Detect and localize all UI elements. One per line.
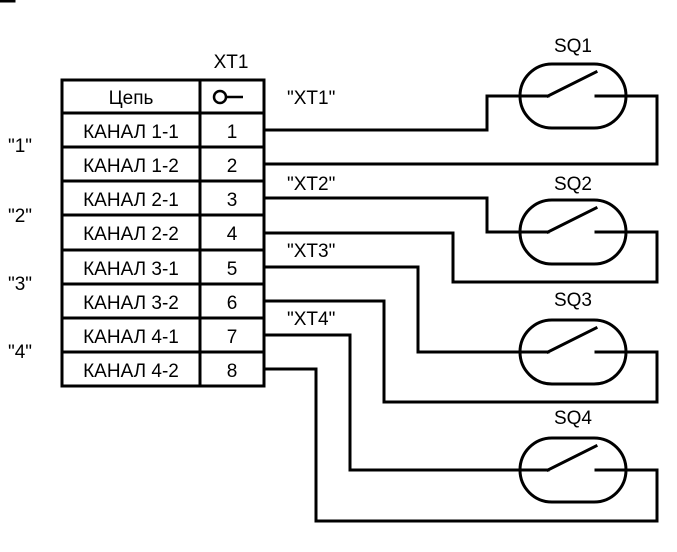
row-pin: 4 — [227, 224, 238, 245]
table-row: КАНАЛ 3-2 6 — [60, 282, 266, 320]
row-name: КАНАЛ 1-1 — [83, 122, 179, 143]
wire-pin7 — [262, 333, 550, 472]
switch-contact-icon — [545, 205, 599, 235]
row-pin: 5 — [227, 259, 238, 280]
channel-label-2: "2" — [8, 206, 32, 227]
connector-title: XT1 — [214, 52, 249, 73]
switch-title-sq4: SQ4 — [554, 408, 592, 429]
harness-label-xt1: "XT1" — [287, 88, 335, 109]
harness-label-xt2: "XT2" — [287, 174, 335, 195]
row-name: КАНАЛ 1-2 — [83, 156, 179, 177]
table-row: КАНАЛ 4-2 8 — [60, 350, 266, 388]
channel-label-3: "3" — [8, 274, 32, 295]
harness-label-xt4: "XT4" — [287, 309, 335, 330]
wire-pin8 — [262, 367, 659, 523]
table-row: КАНАЛ 4-1 7 — [60, 316, 266, 354]
channel-label-1: "1" — [8, 136, 32, 157]
row-pin: 1 — [227, 122, 238, 143]
row-pin: 6 — [227, 293, 238, 314]
switch-title-sq1: SQ1 — [554, 36, 592, 57]
row-name: КАНАЛ 4-1 — [83, 327, 179, 348]
switch-title-sq2: SQ2 — [554, 174, 592, 195]
wire-pin3 — [262, 196, 550, 234]
harness-label-xt3: "XT3" — [287, 241, 335, 262]
table-row: КАНАЛ 2-2 4 — [60, 213, 266, 252]
switch-contact-icon — [545, 443, 599, 473]
row-name: КАНАЛ 4-2 — [83, 361, 179, 382]
row-pin: 2 — [227, 156, 238, 177]
wire-pin1 — [262, 94, 550, 132]
row-pin: 3 — [227, 190, 238, 211]
table-header: Цепь — [60, 78, 266, 115]
wire-pin5 — [262, 265, 550, 354]
wire-pin4 — [262, 230, 659, 284]
switch-contact-icon — [545, 69, 599, 99]
row-pin: 7 — [227, 327, 238, 348]
switch-contact-icon — [545, 325, 599, 355]
row-name: КАНАЛ 2-2 — [83, 224, 179, 245]
switch-title-sq3: SQ3 — [554, 290, 592, 311]
channel-label-4: "4" — [8, 342, 32, 363]
header-chain-label: Цепь — [109, 88, 154, 109]
row-pin: 8 — [227, 361, 238, 382]
switch-terminals — [518, 94, 628, 472]
wire-pin6 — [262, 299, 659, 404]
row-name: КАНАЛ 2-1 — [83, 190, 179, 211]
connector-pin-icon — [212, 89, 243, 105]
pin-table: КАНАЛ 1-1 1 КАНАЛ 1-2 2 КАНАЛ 2-1 3 КАНА… — [60, 111, 266, 388]
row-name: КАНАЛ 3-1 — [83, 259, 179, 280]
table-row: КАНАЛ 2-1 3 — [60, 179, 266, 217]
table-row: КАНАЛ 1-1 1 — [60, 111, 266, 149]
table-row: КАНАЛ 3-1 5 — [60, 248, 266, 286]
table-row: КАНАЛ 1-2 2 — [60, 145, 266, 183]
row-name: КАНАЛ 3-2 — [83, 293, 179, 314]
